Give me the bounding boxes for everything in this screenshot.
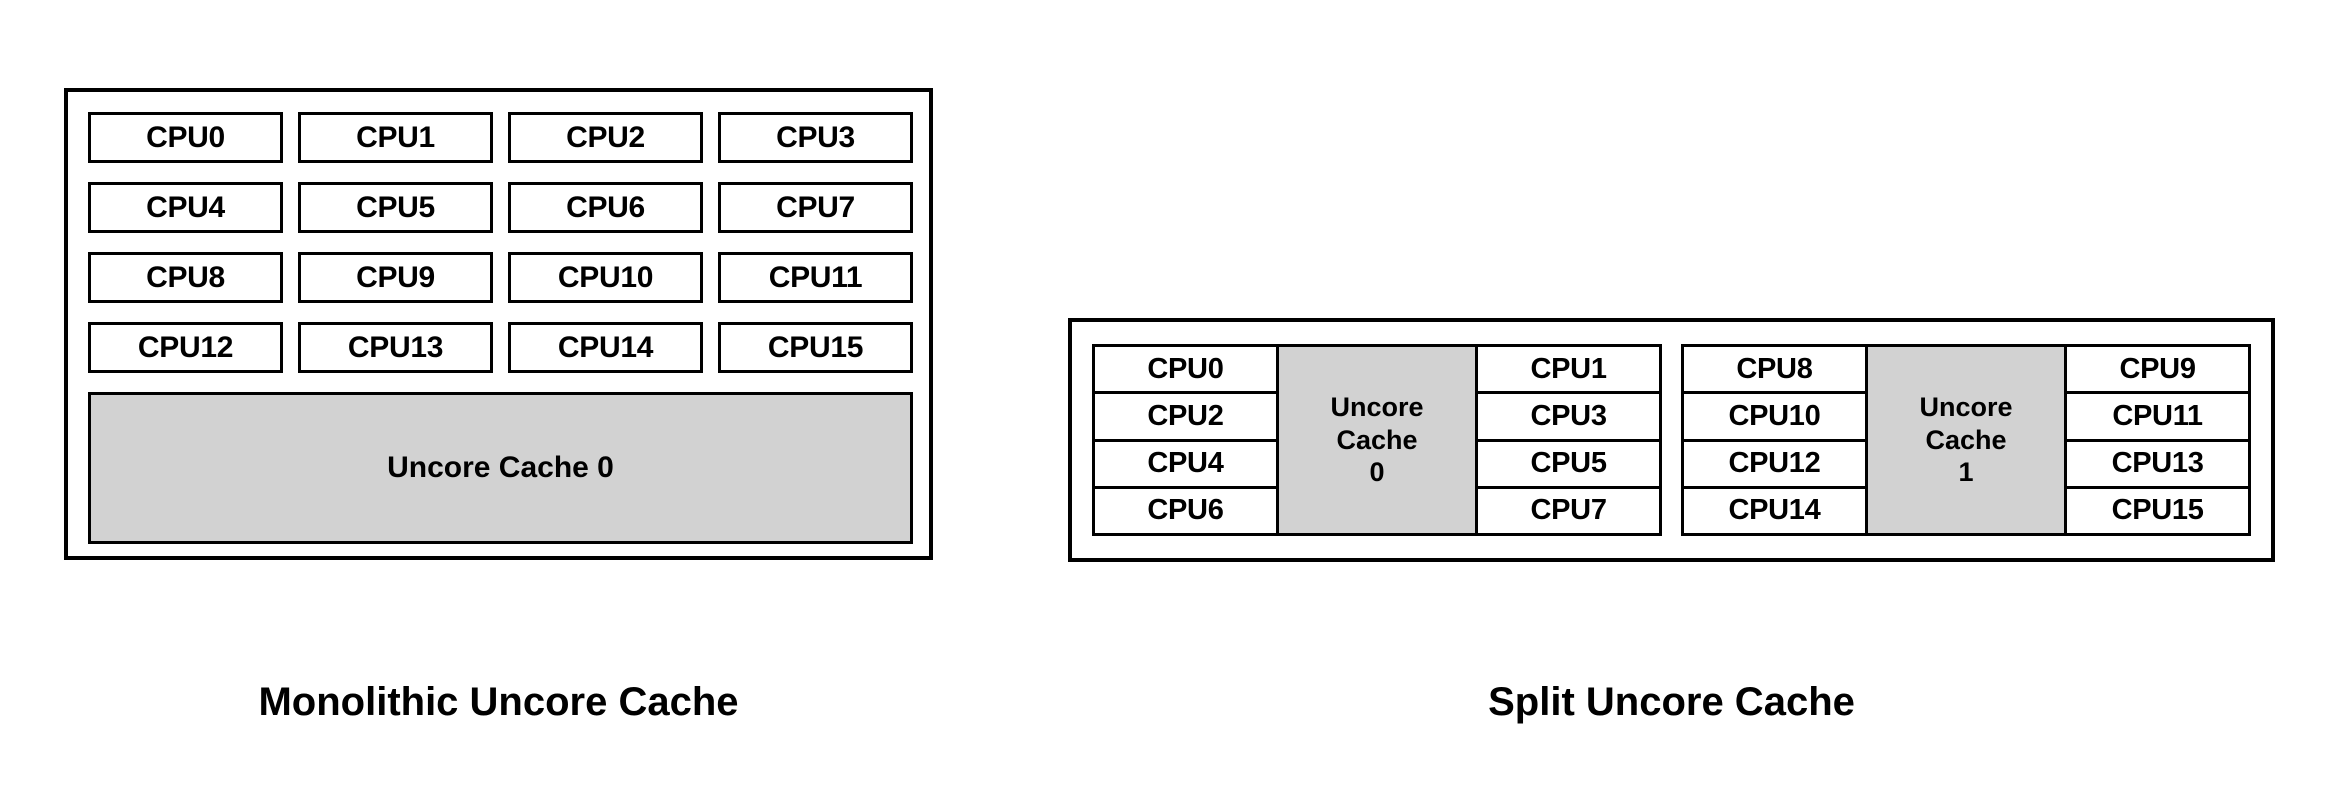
- cpu-box: CPU9: [298, 252, 493, 303]
- cpu-box: CPU14: [1681, 485, 1868, 536]
- cpu-box: CPU5: [1475, 438, 1663, 489]
- cpu-box: CPU8: [1681, 344, 1868, 395]
- uncore-cache-block: Uncore Cache 1: [1864, 344, 2068, 536]
- cpu-box: CPU0: [1092, 344, 1279, 395]
- cpu-box: CPU7: [1475, 485, 1663, 536]
- cpu-box: CPU10: [508, 252, 703, 303]
- cpu-box: CPU1: [1475, 344, 1663, 395]
- split-group-right-column: CPU9 CPU11 CPU13 CPU15: [2064, 344, 2252, 536]
- split-group-right-column: CPU1 CPU3 CPU5 CPU7: [1475, 344, 1663, 536]
- split-group-left-column: CPU0 CPU2 CPU4 CPU6: [1092, 344, 1279, 536]
- cpu-box: CPU15: [718, 322, 913, 373]
- uncore-cache-block: Uncore Cache 0: [88, 392, 913, 544]
- monolithic-caption: Monolithic Uncore Cache: [258, 680, 739, 724]
- cpu-box: CPU2: [1092, 391, 1279, 442]
- cpu-box: CPU6: [508, 182, 703, 233]
- cpu-box: CPU13: [2064, 438, 2252, 489]
- cpu-box: CPU10: [1681, 391, 1868, 442]
- split-group: CPU0 CPU2 CPU4 CPU6 Uncore Cache 0 CPU1 …: [1092, 344, 1663, 536]
- split-caption: Split Uncore Cache: [1488, 680, 1855, 724]
- cpu-box: CPU4: [1092, 438, 1279, 489]
- uncore-cache-label-line3: 0: [1369, 457, 1385, 488]
- cpu-box: CPU7: [718, 182, 913, 233]
- split-group: CPU8 CPU10 CPU12 CPU14 Uncore Cache 1 CP…: [1681, 344, 2252, 536]
- cpu-box: CPU11: [718, 252, 913, 303]
- uncore-cache-label-line1: Uncore: [1330, 391, 1424, 422]
- cpu-box: CPU1: [298, 112, 493, 163]
- cpu-box: CPU15: [2064, 485, 2252, 536]
- uncore-cache-label-line3: 1: [1958, 457, 1974, 488]
- cpu-box: CPU9: [2064, 344, 2252, 395]
- split-diagram: CPU0 CPU2 CPU4 CPU6 Uncore Cache 0 CPU1 …: [1068, 318, 2275, 562]
- uncore-cache-block: Uncore Cache 0: [1275, 344, 1479, 536]
- cpu-box: CPU12: [88, 322, 283, 373]
- cpu-box: CPU8: [88, 252, 283, 303]
- cpu-box: CPU13: [298, 322, 493, 373]
- cpu-box: CPU5: [298, 182, 493, 233]
- cpu-box: CPU2: [508, 112, 703, 163]
- cpu-box: CPU11: [2064, 391, 2252, 442]
- uncore-cache-label-line2: Cache: [1336, 424, 1418, 455]
- monolithic-cpu-grid: CPU0 CPU1 CPU2 CPU3 CPU4 CPU5 CPU6 CPU7 …: [88, 112, 913, 373]
- split-groups-container: CPU0 CPU2 CPU4 CPU6 Uncore Cache 0 CPU1 …: [1092, 344, 2252, 536]
- cpu-box: CPU12: [1681, 438, 1868, 489]
- monolithic-diagram: CPU0 CPU1 CPU2 CPU3 CPU4 CPU5 CPU6 CPU7 …: [64, 88, 933, 560]
- uncore-cache-label-line2: Cache: [1925, 424, 2007, 455]
- cpu-box: CPU6: [1092, 485, 1279, 536]
- cpu-box: CPU4: [88, 182, 283, 233]
- split-group-left-column: CPU8 CPU10 CPU12 CPU14: [1681, 344, 1868, 536]
- cpu-box: CPU3: [718, 112, 913, 163]
- cpu-box: CPU0: [88, 112, 283, 163]
- uncore-cache-label-line1: Uncore: [1919, 391, 2013, 422]
- cpu-box: CPU14: [508, 322, 703, 373]
- cpu-box: CPU3: [1475, 391, 1663, 442]
